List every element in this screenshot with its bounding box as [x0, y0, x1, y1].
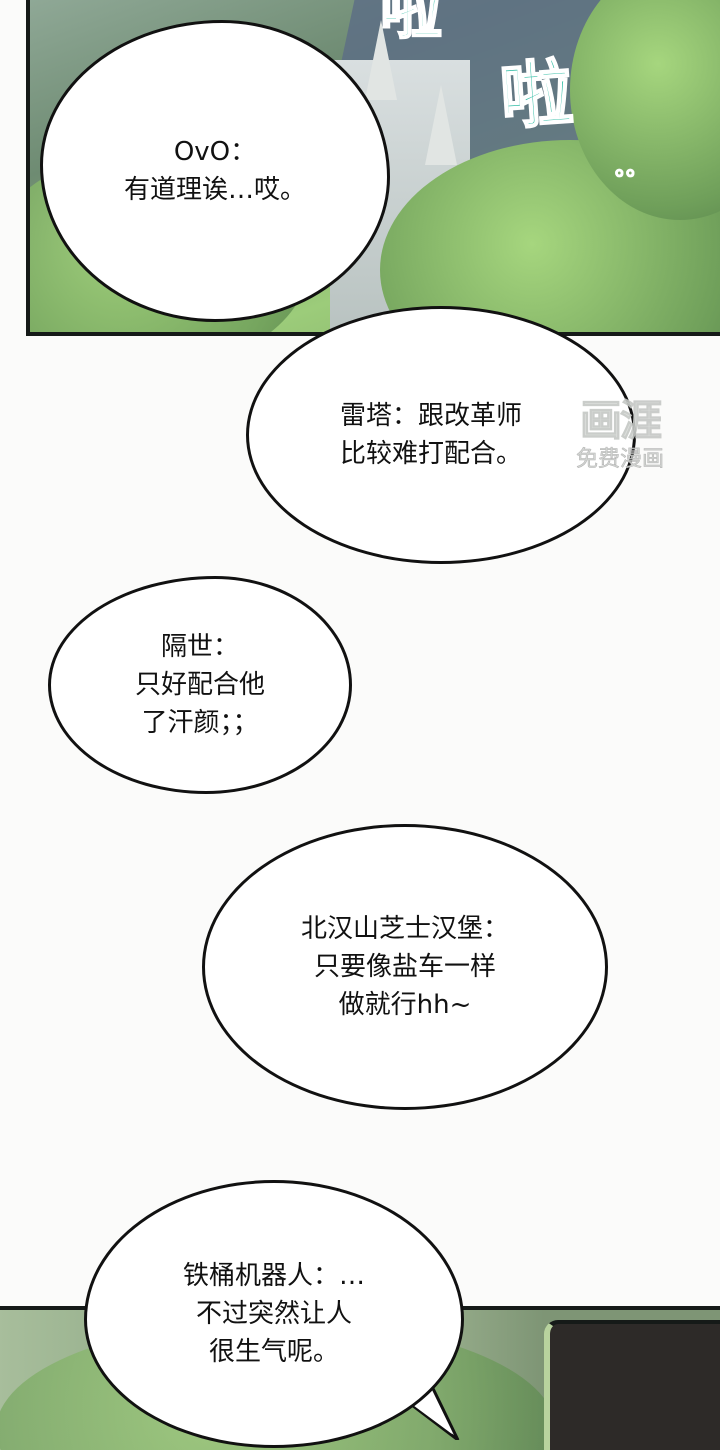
church-spire — [425, 85, 457, 165]
dark-object — [544, 1320, 720, 1450]
sfx-text: 啦 — [497, 50, 577, 141]
bubble-line: 雷塔：跟改革师 — [339, 401, 522, 431]
top-panel-scene: 啦 啦 。。 — [26, 0, 720, 336]
speech-bubble: 铁桶机器人：… 不过突然让人 很生气呢。 — [84, 1180, 464, 1448]
bubble-line: 比较难打配合。 — [339, 439, 522, 469]
bubble-line: 很生气呢。 — [208, 1337, 339, 1367]
speech-bubble: OvO： 有道理诶…哎。 — [40, 20, 390, 322]
bubble-line: 做就行hh~ — [338, 990, 472, 1020]
bubble-line: 铁桶机器人：… — [182, 1261, 365, 1291]
bubble-line: 只好配合他 — [134, 670, 265, 700]
speech-bubble: 北汉山芝士汉堡： 只要像盐车一样 做就行hh~ — [202, 824, 608, 1110]
speech-bubble: 雷塔：跟改革师 比较难打配合。 — [246, 306, 636, 564]
speech-bubble: 隔世： 只好配合他 了汗颜；； — [48, 576, 352, 794]
bubble-line: 不过突然让人 — [195, 1299, 352, 1329]
bubble-line: 有道理诶…哎。 — [123, 175, 306, 205]
bubble-line: 隔世： — [160, 632, 239, 662]
watermark-subtitle: 免费漫画 — [575, 447, 665, 473]
bubble-line: 了汗颜；； — [141, 708, 259, 738]
bubble-line: OvO： — [173, 137, 257, 167]
sfx-text-partial: 啦 — [379, 0, 443, 48]
sweat-drops-icon: 。。 — [614, 156, 649, 182]
watermark: 画涯 免费漫画 — [560, 396, 680, 496]
watermark-logo: 画涯 — [579, 396, 662, 446]
bubble-line: 北汉山芝士汉堡： — [300, 914, 509, 944]
bubble-line: 只要像盐车一样 — [313, 952, 496, 982]
church-spire — [365, 20, 397, 100]
